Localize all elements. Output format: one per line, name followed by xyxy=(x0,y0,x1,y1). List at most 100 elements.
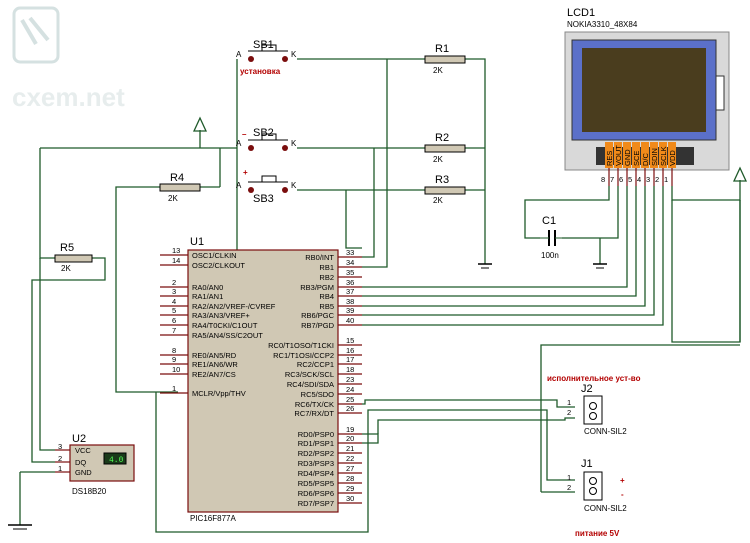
mcu-left-pin-name: RE2/AN7/CS xyxy=(192,370,236,379)
u2-display-value: 4.0 xyxy=(109,456,124,465)
lcd-pin-name: VDD xyxy=(668,150,677,166)
mcu-right-pin-num: 18 xyxy=(346,365,354,374)
mcu-right-pin-num: 22 xyxy=(346,454,354,463)
mcu-left-pin-name: MCLR/Vpp/THV xyxy=(192,389,246,398)
resistor-r2: R2 2K xyxy=(424,132,466,164)
r2-ref: R2 xyxy=(435,132,449,144)
button-sb3[interactable]: SB3 + A K xyxy=(236,168,297,205)
connector-j1: J1 1 2 + - CONN-SIL2 питание 5V xyxy=(567,458,627,538)
mcu-left-pin-name: RA4/T0CKI/C1OUT xyxy=(192,321,258,330)
lcd-screen xyxy=(582,48,706,132)
resistor-r4: R4 2K xyxy=(159,172,201,203)
mcu-right-pin-name: RB1 xyxy=(319,263,334,272)
watermark: cxem.net xyxy=(12,6,125,112)
lcd-pin-num: 5 xyxy=(628,175,632,184)
u2-display xyxy=(103,452,127,465)
mcu-left-pin-num: 3 xyxy=(172,287,176,296)
c1-ref: C1 xyxy=(542,215,556,227)
mcu-left-pin-num: 5 xyxy=(172,306,176,315)
power-arrow-icon xyxy=(192,116,208,132)
mcu-left-pin-num: 4 xyxy=(172,297,176,306)
mcu-right-pin-num: 39 xyxy=(346,306,354,315)
mcu-right-pin-name: RD7/PSP7 xyxy=(298,499,334,508)
sb1-pin-a: A xyxy=(236,50,242,59)
lcd-pin-num: 1 xyxy=(664,175,668,184)
sb3-ref: SB3 xyxy=(253,193,274,205)
mcu-right-pin-name: RB4 xyxy=(319,292,334,301)
lcd-pin-tab xyxy=(623,142,631,168)
u2-pin-num: 2 xyxy=(58,454,62,463)
mcu-right-pin-num: 23 xyxy=(346,375,354,384)
r3-ref: R3 xyxy=(435,174,449,186)
mcu-left-pin-name: RA0/AN0 xyxy=(192,283,223,292)
r5-ref: R5 xyxy=(60,242,74,254)
sb1-pin-k: K xyxy=(291,50,297,59)
mcu-right-pin-name: RD4/PSP4 xyxy=(298,469,334,478)
button-sb1[interactable]: SB1 установка A K xyxy=(236,39,297,76)
resistor-r1: R1 2K xyxy=(424,43,466,75)
mcu-left-pin-num: 2 xyxy=(172,278,176,287)
mcu-right-pin-num: 17 xyxy=(346,355,354,364)
lcd-pin-tab xyxy=(614,142,622,168)
j2-note: исполнительное уст-во xyxy=(547,374,641,383)
r3-value: 2K xyxy=(433,196,443,205)
mcu-right-pin-name: RB2 xyxy=(319,273,334,282)
button-sb2[interactable]: SB2 – A K xyxy=(236,127,297,151)
mcu-left-pin-name: OSC2/CLKOUT xyxy=(192,261,245,270)
ground-symbols xyxy=(8,263,607,530)
mcu-left-pin-name: RE0/AN5/RD xyxy=(192,351,237,360)
mcu-right-pin-name: RC1/T1OSI/CCP2 xyxy=(273,351,334,360)
mcu-left-pin-name: RA3/AN3/VREF+ xyxy=(192,311,250,320)
mcu-right-pin-num: 35 xyxy=(346,268,354,277)
mcu-part: PIC16F877A xyxy=(190,514,236,523)
mcu-right-pin-name: RC6/TX/CK xyxy=(295,400,334,409)
lcd-pin-num: 2 xyxy=(655,175,659,184)
mcu-left-pin-num: 8 xyxy=(172,346,176,355)
mcu-right-pin-num: 27 xyxy=(346,464,354,473)
j2-ref: J2 xyxy=(581,383,593,395)
j1-pin-1: 1 xyxy=(567,473,571,482)
j2-pin-2: 2 xyxy=(567,408,571,417)
lcd-pin-name: D/C xyxy=(641,153,650,167)
mcu-right-pin-name: RC3/SCK/SCL xyxy=(285,370,334,379)
sb3-pin-a: A xyxy=(236,181,242,190)
mcu-left-pin-num: 13 xyxy=(172,246,180,255)
mcu-right-pin-num: 33 xyxy=(346,248,354,257)
u2-pin-name: DQ xyxy=(75,458,86,467)
mcu-left-pin-name: RA2/AN2/VREF-/CVREF xyxy=(192,302,276,311)
mcu-left-pin-name: RA5/AN4/SS/C2OUT xyxy=(192,331,263,340)
mcu-right-pin-num: 21 xyxy=(346,444,354,453)
u2-pin-num: 3 xyxy=(58,442,62,451)
lcd-pin-num: 8 xyxy=(601,175,605,184)
lcd-pin-tab xyxy=(659,142,667,168)
lcd-pin-name: SCLK xyxy=(659,146,668,166)
lcd-pin-name: SDIN xyxy=(650,148,659,166)
mcu-ref: U1 xyxy=(190,236,204,248)
mcu-left-pin-num: 1 xyxy=(172,384,176,393)
u2-pin-name: GND xyxy=(75,468,92,477)
mcu-left-pin-name: OSC1/CLKIN xyxy=(192,251,237,260)
mcu-right-pin-name: RB3/PGM xyxy=(300,283,334,292)
r1-value: 2K xyxy=(433,66,443,75)
ground-icon xyxy=(593,263,607,269)
watermark-logo-icon xyxy=(12,6,60,64)
mcu-right-pin-name: RC2/CCP1 xyxy=(297,360,334,369)
mcu-right-pin-name: RC5/SDO xyxy=(301,390,335,399)
lcd-ref: LCD1 xyxy=(567,7,595,19)
mcu-right-pin-name: RD6/PSP6 xyxy=(298,489,334,498)
r5-value: 2K xyxy=(61,264,71,273)
r1-ref: R1 xyxy=(435,43,449,55)
j1-part: CONN-SIL2 xyxy=(584,504,627,513)
mcu-right-pin-name: RC0/T1OSO/T1CKI xyxy=(268,341,334,350)
ground-icon xyxy=(478,263,492,269)
mcu-right-pin-num: 30 xyxy=(346,494,354,503)
mcu-right-pin-name: RB5 xyxy=(319,302,334,311)
mcu-right-pin-name: RB6/PGC xyxy=(301,311,335,320)
power-symbols xyxy=(192,116,748,182)
wires xyxy=(19,58,741,533)
j2-part: CONN-SIL2 xyxy=(584,427,627,436)
r4-value: 2K xyxy=(168,194,178,203)
mcu-right-pin-name: RD0/PSP0 xyxy=(298,430,334,439)
mcu-right-pin-num: 40 xyxy=(346,316,354,325)
